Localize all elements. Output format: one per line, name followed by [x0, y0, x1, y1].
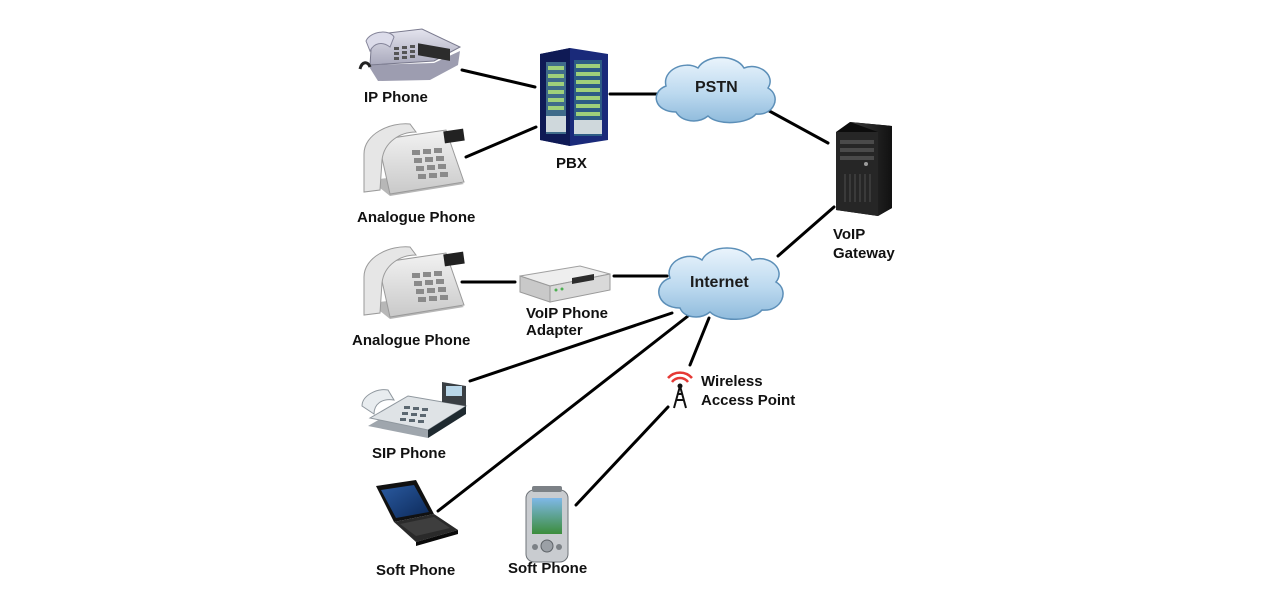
- analogue-phone-icon: [363, 246, 465, 319]
- label-voip-gateway-line2: Gateway: [833, 245, 895, 262]
- link-gateway-internet: [776, 205, 836, 258]
- ip-phone-icon: [358, 28, 462, 81]
- link-internet-wireless: [688, 316, 711, 367]
- label-pstn: PSTN: [695, 79, 738, 96]
- pda-icon: [525, 486, 569, 563]
- internet-cloud-icon: [658, 247, 784, 320]
- sip-phone-icon: [361, 382, 468, 438]
- label-soft-phone-laptop: Soft Phone: [376, 562, 456, 579]
- label-pbx: PBX: [556, 155, 587, 172]
- label-voip-gateway-line1: VoIP: [833, 226, 866, 243]
- label-internet: Internet: [690, 274, 749, 291]
- pstn-cloud-icon: [655, 56, 776, 124]
- link-analogue-pbx: [464, 125, 538, 159]
- label-wireless-line1: Wireless: [701, 373, 763, 390]
- laptop-icon: [376, 480, 458, 546]
- label-voip-adapter-line2: Adapter: [526, 322, 583, 339]
- connection-lines: [436, 68, 836, 513]
- label-sip-phone: SIP Phone: [372, 445, 446, 462]
- server-tower-icon: [836, 122, 892, 216]
- label-analogue-phone: Analogue Phone: [352, 332, 471, 349]
- link-ipphone-pbx: [460, 68, 537, 89]
- label-wireless-line2: Access Point: [701, 392, 796, 409]
- label-soft-phone-pda: Soft Phone: [508, 560, 588, 577]
- link-wireless-pda: [574, 405, 670, 507]
- label-voip-adapter-line1: VoIP Phone: [526, 305, 608, 322]
- analogue-phone-icon: [363, 123, 465, 196]
- wireless-antenna-icon: [667, 371, 693, 409]
- link-internet-laptop: [436, 314, 690, 513]
- label-analogue-phone: Analogue Phone: [357, 209, 476, 226]
- pbx-rack-icon: [540, 48, 608, 146]
- link-internet-sip: [468, 311, 674, 383]
- link-pstn-gateway: [760, 105, 830, 145]
- label-ip-phone: IP Phone: [364, 89, 428, 106]
- voip-adapter-icon: [519, 265, 611, 303]
